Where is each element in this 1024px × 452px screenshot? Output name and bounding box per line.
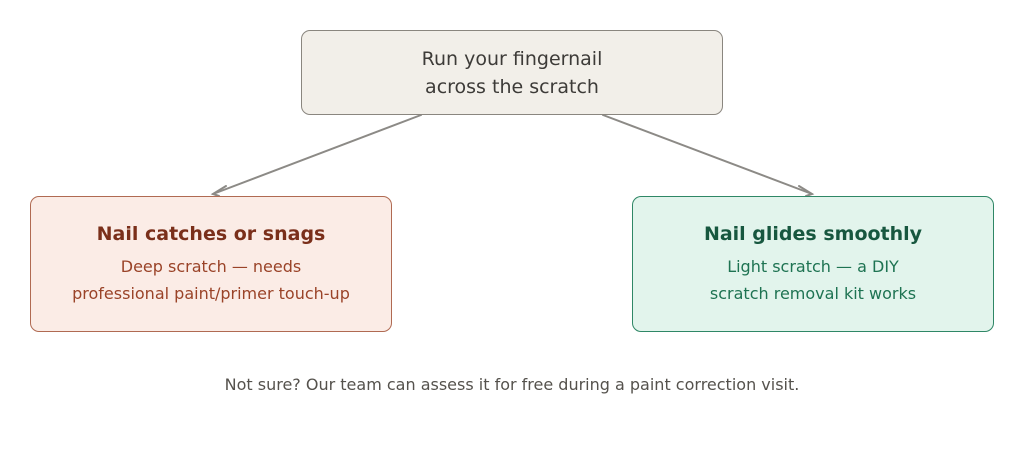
branch-nail-catches: Nail catches or snags Deep scratch — nee… — [30, 196, 392, 332]
arrow-to-left-branch — [210, 114, 422, 197]
footnote: Not sure? Our team can assess it for fre… — [224, 375, 800, 394]
branch-description-line-1: Light scratch — a DIY — [727, 257, 899, 276]
branch-description-line-2: scratch removal kit works — [709, 284, 917, 303]
branch-nail-glides: Nail glides smoothly Light scratch — a D… — [632, 196, 994, 332]
branch-title: Nail catches or snags — [96, 223, 326, 245]
branch-description-line-1: Deep scratch — needs — [120, 257, 302, 276]
root-question-line-1: Run your fingernail — [421, 47, 603, 70]
root-question-node: Run your fingernail across the scratch — [301, 30, 723, 115]
branch-title: Nail glides smoothly — [703, 223, 923, 245]
root-question-line-2: across the scratch — [425, 75, 599, 98]
branch-description-line-2: professional paint/primer touch-up — [72, 284, 350, 303]
arrow-to-right-branch — [602, 114, 815, 197]
